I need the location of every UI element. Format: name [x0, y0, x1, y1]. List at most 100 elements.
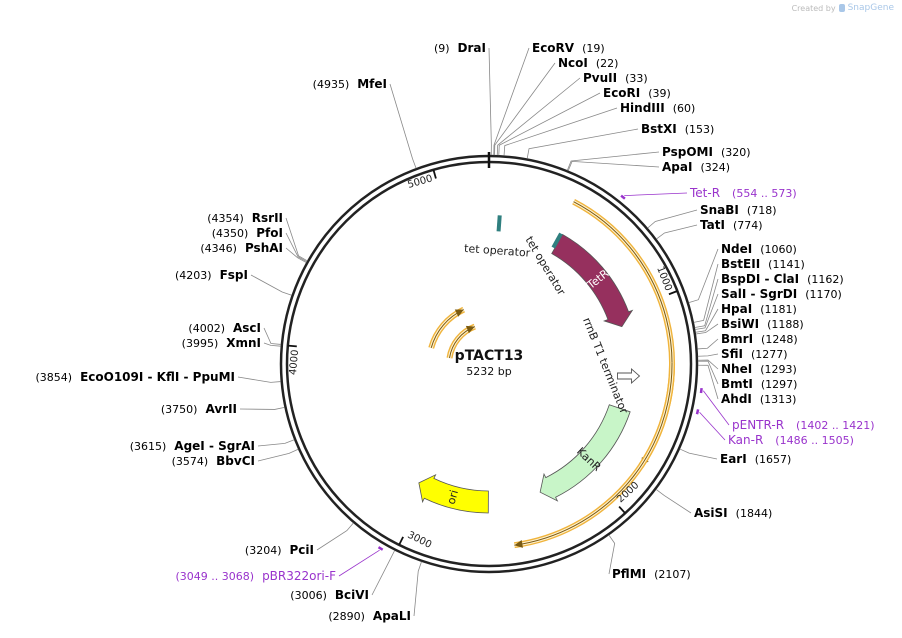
site-leader-line — [567, 160, 660, 171]
terminator-label: rrnB T1 terminator — [580, 316, 631, 416]
site-position: (2107) — [654, 568, 691, 581]
primer-leader-line — [703, 390, 730, 426]
tet-operator-marker — [551, 232, 563, 249]
site-position: (2890) — [328, 610, 365, 623]
site-label: (4002)AscI — [188, 321, 261, 335]
site-position: (324) — [700, 161, 730, 174]
site-position: (1181) — [760, 303, 797, 316]
tet-operator-label: tet operator — [464, 242, 531, 260]
site-leader-line — [695, 323, 719, 335]
primer-leader-line — [338, 549, 380, 577]
site-position: (4203) — [175, 269, 212, 282]
site-leader-line — [566, 151, 660, 171]
site-leader-line — [679, 448, 718, 460]
site-leader-line — [695, 293, 719, 330]
tick-mark — [668, 290, 678, 296]
site-label: (4350)PfoI — [212, 226, 283, 240]
tick-mark — [432, 169, 437, 179]
primer-label: (3049 .. 3068)pBR322ori-F — [176, 569, 337, 583]
site-position: (1297) — [761, 378, 798, 391]
site-leader-line — [263, 327, 281, 345]
site-leader-line — [697, 364, 719, 400]
primer-name: pENTR-R — [732, 418, 784, 432]
primer-leader-line — [624, 192, 688, 196]
site-position: (4002) — [188, 322, 225, 335]
tick-label: 4000 — [288, 349, 301, 375]
site-position: (60) — [673, 102, 696, 115]
site-position: (1657) — [755, 453, 792, 466]
tick-label: 5000 — [406, 173, 433, 191]
site-label: BstEII(1141) — [721, 257, 805, 271]
site-position: (39) — [648, 87, 671, 100]
terminator-marker — [617, 368, 641, 384]
credit-prefix: Created by — [791, 3, 836, 13]
site-leader-line — [697, 338, 719, 350]
site-leader-line — [389, 83, 417, 169]
orf-arrowhead — [454, 309, 464, 317]
backbone-inner-ring — [285, 160, 693, 568]
site-label: SalI - SgrDI(1170) — [721, 287, 842, 301]
site-enzyme: NcoI — [558, 56, 588, 70]
site-position: (22) — [596, 57, 619, 70]
site-leader-line — [250, 274, 292, 296]
site-enzyme: PvuII — [583, 71, 617, 85]
site-leader-line — [647, 209, 698, 229]
snapgene-credit: Created by SnapGene — [792, 3, 894, 13]
site-leader-line — [493, 47, 530, 156]
site-position: (1162) — [807, 273, 844, 286]
site-leader-line — [697, 353, 719, 357]
site-leader-line — [257, 448, 299, 462]
site-position: (3574) — [172, 455, 209, 468]
tick-mark — [618, 505, 626, 514]
orf-arrowhead — [465, 325, 475, 334]
site-position: (774) — [733, 219, 763, 232]
site-position: (33) — [625, 72, 648, 85]
site-leader-line — [285, 247, 307, 263]
site-leader-line — [496, 77, 581, 156]
site-enzyme: EarI — [720, 452, 747, 466]
site-position: (4935) — [313, 78, 350, 91]
site-label: BspDI - ClaI (1162) — [721, 272, 844, 286]
site-leader-line — [608, 534, 616, 575]
site-position: (3204) — [245, 544, 282, 557]
site-enzyme: AsiSI — [694, 506, 728, 520]
site-label: NheI(1293) — [721, 362, 797, 376]
site-enzyme: BspDI - ClaI — [721, 272, 799, 286]
tick-label: 3000 — [406, 530, 434, 551]
primer-range: (1402 .. 1421) — [796, 419, 875, 432]
site-leader-line — [526, 128, 639, 159]
feature-ori — [418, 473, 489, 514]
site-label: HindIII(60) — [620, 101, 695, 115]
site-leader-line — [503, 107, 618, 156]
site-label: (3204)PciI — [245, 543, 314, 557]
site-position: (1060) — [760, 243, 797, 256]
site-label: EcoRI(39) — [603, 86, 671, 100]
primer-mark — [699, 387, 703, 394]
site-label: PflMI(2107) — [612, 567, 691, 581]
site-label: (3854)EcoO109I - KflI - PpuMI — [35, 370, 235, 384]
credit-brand: SnapGene — [847, 3, 894, 13]
site-label: (3995)XmnI — [182, 336, 261, 350]
site-label: BstXI(153) — [641, 122, 714, 136]
primer-name: Kan-R — [728, 433, 763, 447]
site-leader-line — [494, 62, 556, 156]
site-leader-line — [285, 217, 308, 262]
site-label: AhdI(1313) — [721, 392, 796, 406]
site-label: (3615)AgeI - SgrAI — [130, 439, 255, 453]
tet-operator-marker — [496, 215, 502, 232]
site-position: (3006) — [290, 589, 327, 602]
site-position: (1248) — [761, 333, 798, 346]
site-position: (1313) — [760, 393, 797, 406]
site-enzyme: RsrII — [252, 211, 283, 225]
site-label: AsiSI(1844) — [694, 506, 772, 520]
site-enzyme: EcoO109I - KflI - PpuMI — [80, 370, 235, 384]
site-leader-line — [237, 376, 281, 383]
site-enzyme: BmrI — [721, 332, 753, 346]
site-label: SnaBI(718) — [700, 203, 777, 217]
site-leader-line — [656, 224, 698, 240]
site-label: ApaI(324) — [662, 160, 730, 174]
site-enzyme: TatI — [700, 218, 725, 232]
site-leader-line — [257, 439, 295, 447]
